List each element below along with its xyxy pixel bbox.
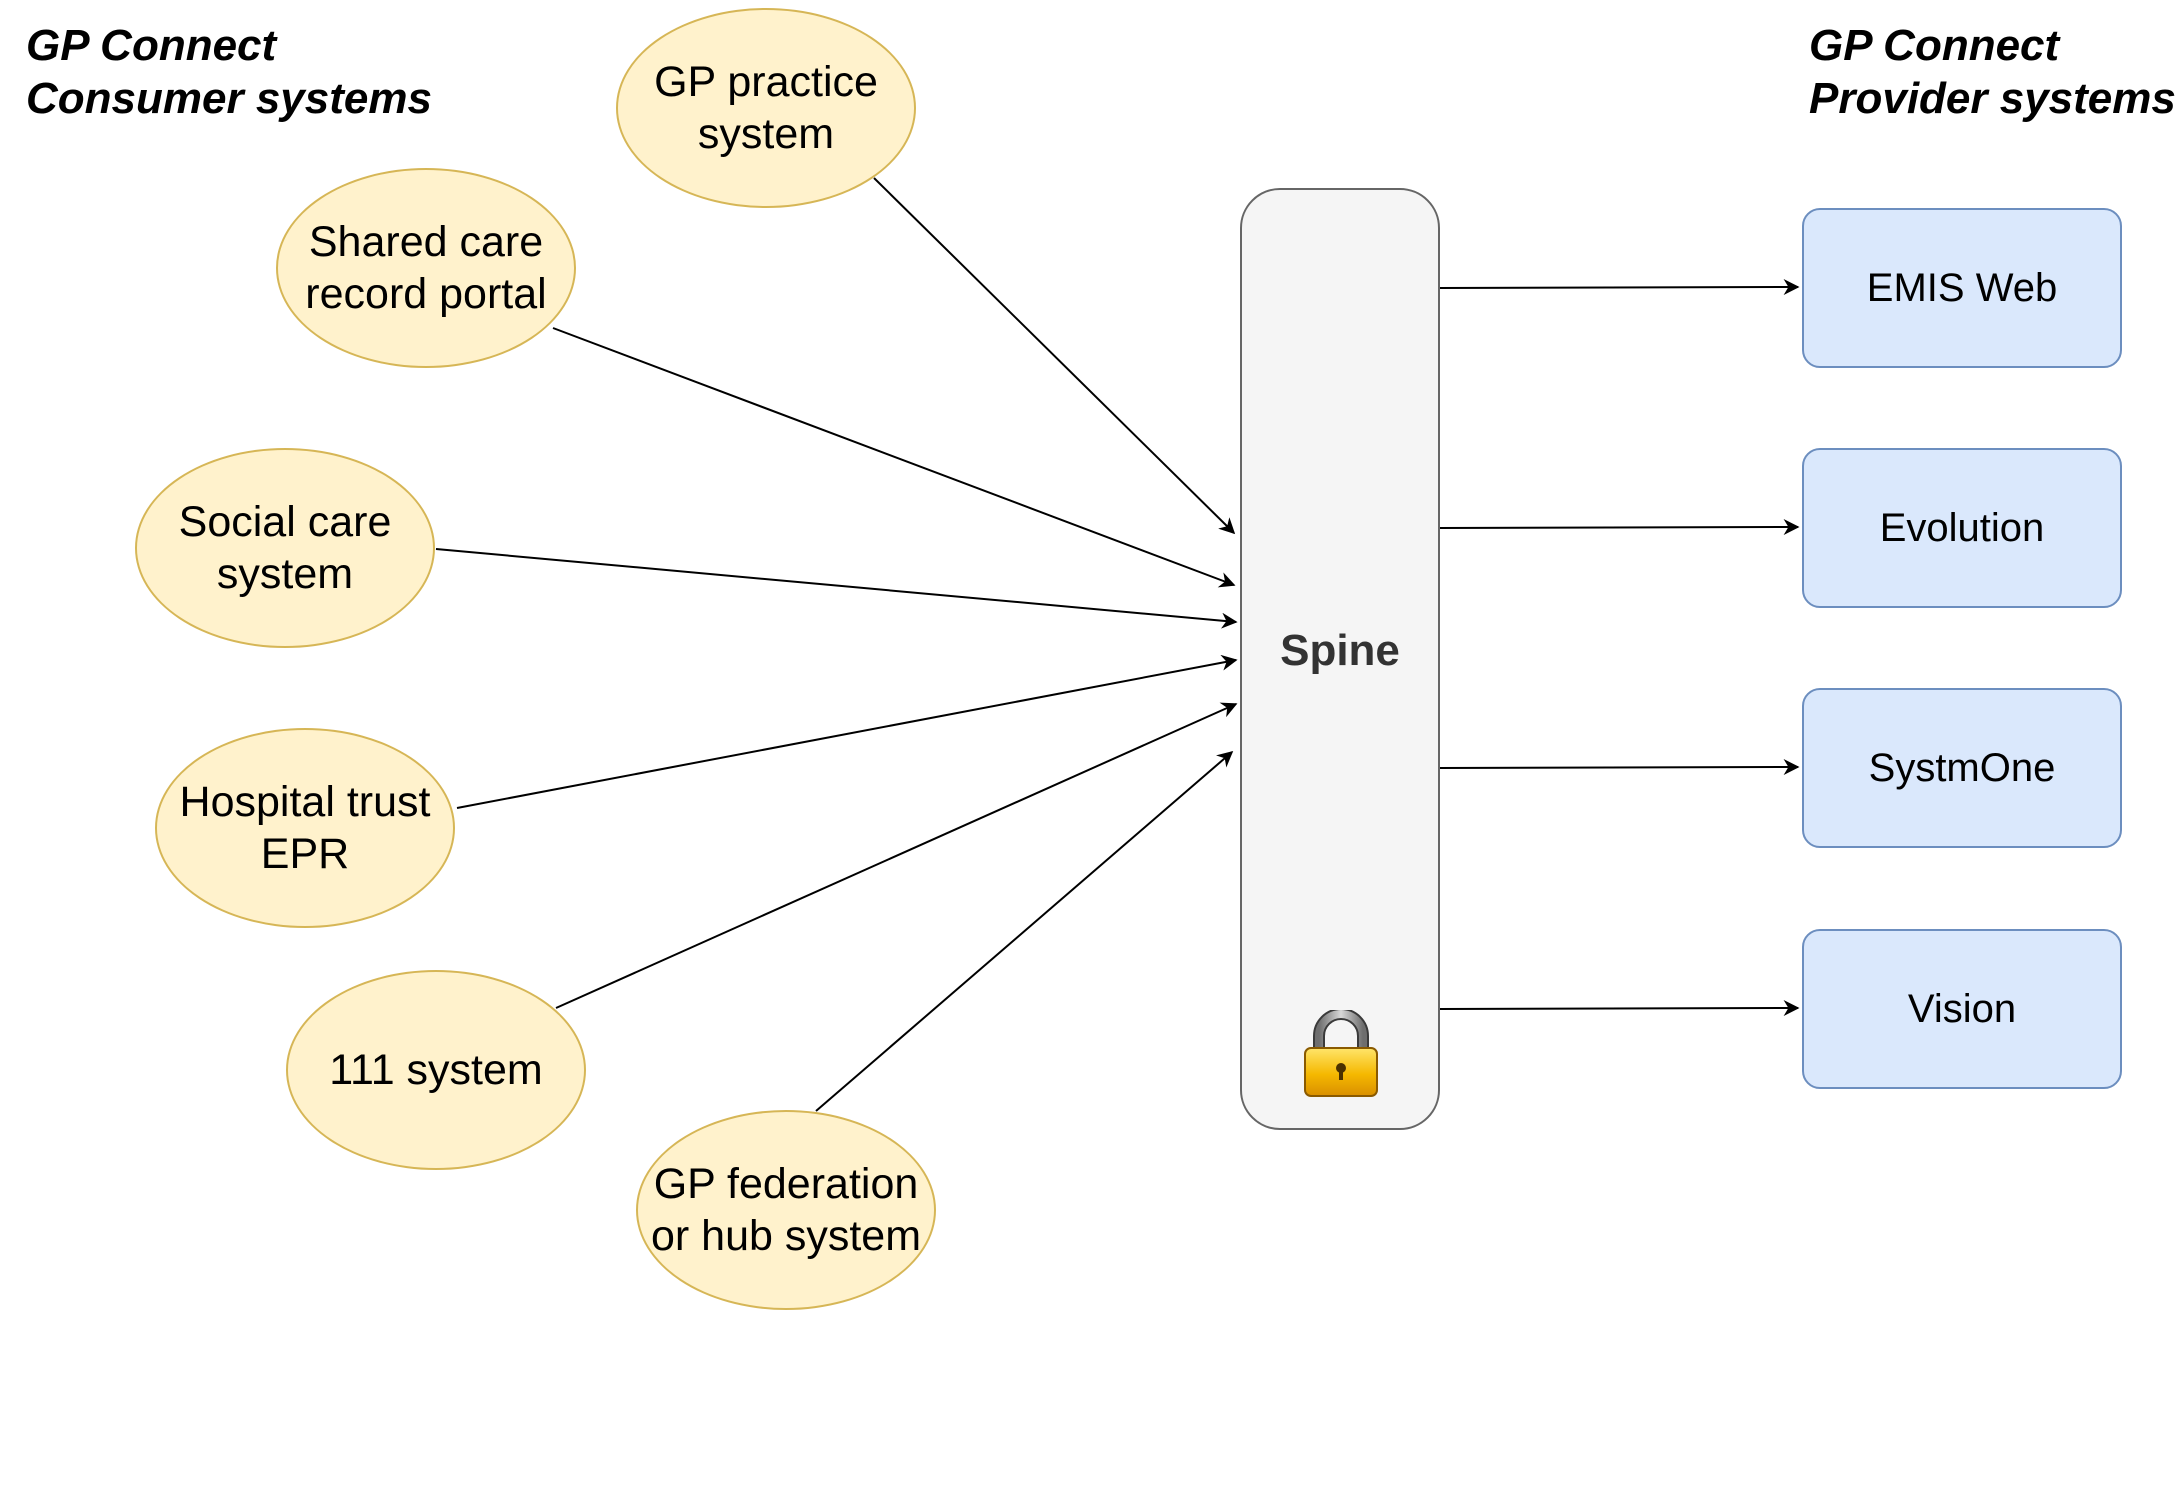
provider-label: Evolution (1879, 505, 2045, 550)
arrow-spine-to-evolution (1439, 519, 1800, 536)
consumer-label: GP federation or hub system (650, 1160, 922, 1260)
spine-label: Spine (1280, 626, 1400, 675)
arrow-gp-practice-to-spine (873, 177, 1236, 535)
provider-label: SystmOne (1868, 745, 2056, 790)
provider-label: Vision (1907, 986, 2017, 1031)
provider-emis-web: EMIS Web (1802, 208, 2122, 368)
provider-vision: Vision (1802, 929, 2122, 1089)
consumer-label: Social care system (178, 498, 392, 598)
provider-heading-line-1: GP Connect (1809, 21, 2060, 70)
arrow-spine-to-vision (1439, 1000, 1800, 1017)
provider-evolution: Evolution (1802, 448, 2122, 608)
consumer-heading-line-1: GP Connect (26, 21, 277, 70)
consumer-heading-line-2: Consumer systems (26, 74, 432, 123)
spine-node: Spine (1240, 188, 1440, 1130)
provider-systems-heading: GP Connect Provider systems (1809, 19, 2176, 125)
consumer-label: Shared care record portal (305, 218, 547, 318)
consumer-gp-federation-or-hub-system: GP federation or hub system (636, 1110, 936, 1310)
arrow-shared-care-to-spine (552, 327, 1236, 588)
arrow-111-to-spine (555, 702, 1238, 1009)
consumer-hospital-trust-epr: Hospital trust EPR (155, 728, 455, 928)
consumer-social-care-system: Social care system (135, 448, 435, 648)
arrow-social-care-to-spine (435, 548, 1238, 629)
lock-icon (1304, 1010, 1378, 1097)
consumer-gp-practice-system: GP practice system (616, 8, 916, 208)
provider-label: EMIS Web (1866, 265, 2058, 310)
consumer-111-system: 111 system (286, 970, 586, 1170)
arrow-gp-federation-to-spine (815, 750, 1234, 1112)
consumer-label: 111 system (329, 1046, 543, 1094)
consumer-label: GP practice system (654, 58, 878, 158)
consumer-shared-care-record-portal: Shared care record portal (276, 168, 576, 368)
arrow-spine-to-emis-web (1439, 279, 1800, 296)
consumer-systems-heading: GP Connect Consumer systems (26, 19, 432, 125)
provider-systmone: SystmOne (1802, 688, 2122, 848)
consumer-label: Hospital trust EPR (179, 778, 431, 878)
arrow-spine-to-systmone (1439, 759, 1800, 776)
provider-heading-line-2: Provider systems (1809, 74, 2176, 123)
arrow-hospital-trust-to-spine (456, 654, 1238, 809)
